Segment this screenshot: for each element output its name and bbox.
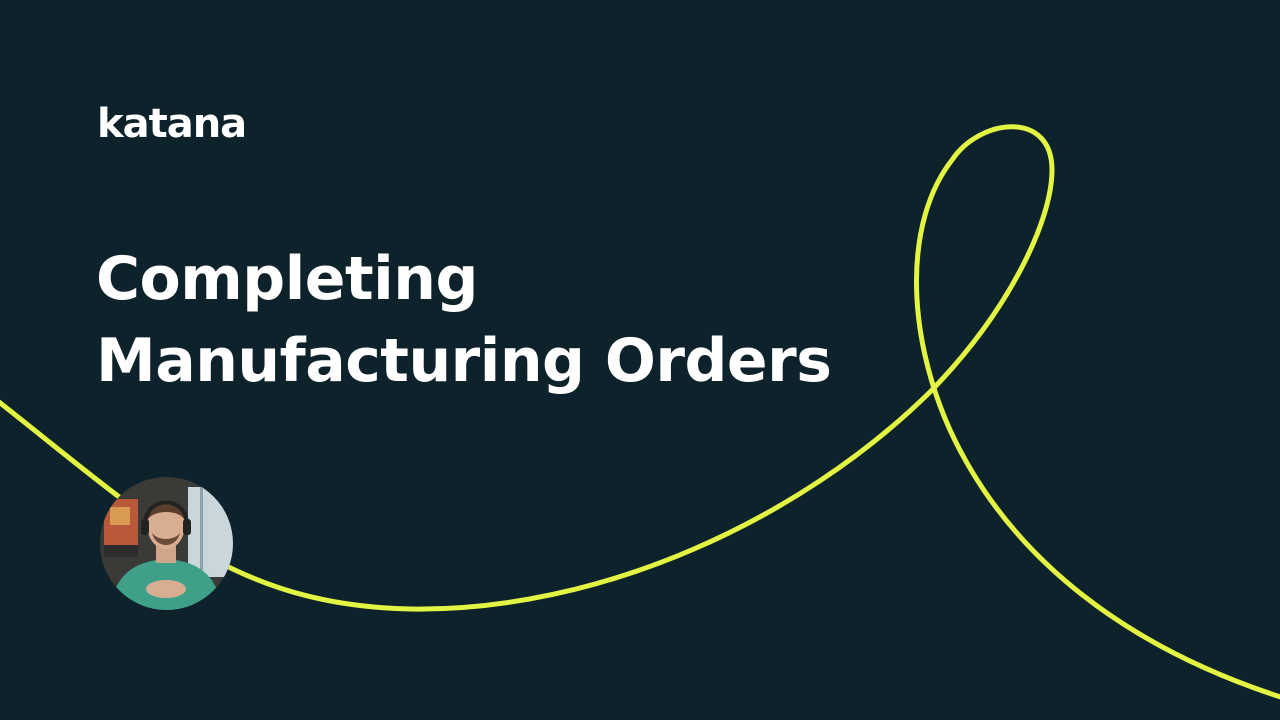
presenter-video-icon [100, 477, 233, 610]
katana-logo: katana [97, 101, 247, 147]
slide-title-line-1: Completing [96, 244, 478, 314]
slide-title-line-2: Manufacturing Orders [96, 326, 832, 396]
presenter-avatar [100, 477, 233, 610]
slide-title: Completing Manufacturing Orders [96, 238, 832, 402]
